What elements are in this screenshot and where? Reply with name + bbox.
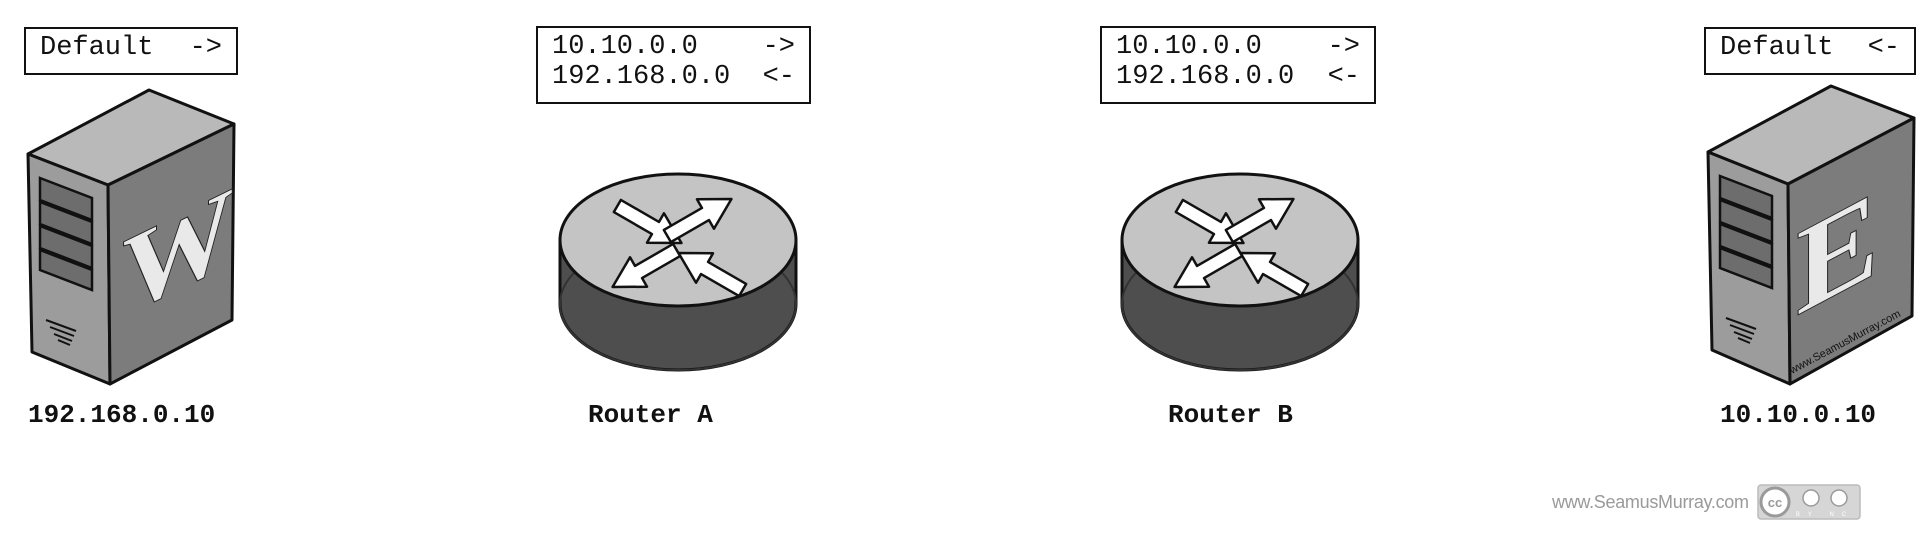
route-destination: 10.10.0.0 [552, 32, 698, 62]
route-entry: 192.168.0.0 <- [1116, 62, 1360, 92]
route-entry: Default -> [40, 33, 222, 63]
route-destination: 192.168.0.0 [552, 62, 731, 92]
vent-lines [45, 319, 77, 346]
router-a-icon [558, 172, 798, 372]
route-direction: <- [1867, 33, 1900, 63]
server-side [106, 122, 236, 386]
route-entry: 192.168.0.0 <- [552, 62, 795, 92]
route-entry: 10.10.0.0 -> [1116, 32, 1360, 62]
routing-table-email-server: Default <- [1704, 27, 1916, 75]
router-arrows-icon [611, 197, 748, 298]
route-destination: 10.10.0.0 [1116, 32, 1262, 62]
route-direction: -> [189, 33, 222, 63]
credit-url: www.SeamusMurray.com [1552, 491, 1749, 512]
web-server-address: 192.168.0.10 [28, 400, 216, 430]
vent-lines [1725, 317, 1757, 344]
server-letter: W [122, 161, 234, 340]
route-entry: Default <- [1720, 33, 1900, 63]
email-server-icon: E www.SeamusMurray.com [1706, 84, 1916, 386]
route-destination: 192.168.0.0 [1116, 62, 1295, 92]
route-direction: -> [762, 32, 795, 62]
routing-table-router-a: 10.10.0.0 -> 192.168.0.0 <- [536, 26, 811, 104]
server-side [1786, 116, 1916, 386]
route-direction: <- [1327, 62, 1360, 92]
email-server-address: 10.10.0.10 [1720, 400, 1877, 430]
router-b-label: Router B [1168, 400, 1293, 430]
routing-table-router-b: 10.10.0.0 -> 192.168.0.0 <- [1100, 26, 1376, 104]
routing-table-web-server: Default -> [24, 27, 238, 75]
route-destination: Default [1720, 33, 1834, 63]
router-b-icon [1120, 172, 1360, 372]
route-direction: -> [1327, 32, 1360, 62]
cc-license-text: BY NC [1796, 512, 1854, 518]
svg-text:cc: cc [1767, 495, 1781, 510]
drive-bays [38, 176, 94, 292]
router-arrows-icon [1173, 197, 1310, 298]
cc-license-icon: cc BY NC [1756, 484, 1861, 520]
credit-footer: www.SeamusMurray.com cc BY NC [1552, 484, 1861, 520]
drive-bays [1718, 174, 1774, 290]
router-a-label: Router A [588, 400, 713, 430]
route-entry: 10.10.0.0 -> [552, 32, 795, 62]
web-server-icon: W [26, 88, 236, 386]
route-destination: Default [40, 33, 154, 63]
route-direction: <- [762, 62, 795, 92]
